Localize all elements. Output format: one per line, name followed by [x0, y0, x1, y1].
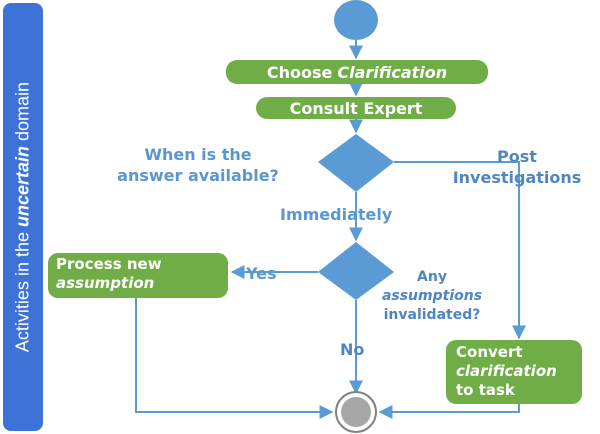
no-label: No	[340, 340, 365, 359]
yes-label: Yes	[246, 264, 277, 283]
post-line2: Investigations	[452, 168, 582, 187]
process-assumption-node: Process new assumption	[48, 253, 228, 298]
end-node	[341, 397, 371, 427]
consult-expert-node: Consult Expert	[256, 97, 456, 119]
availability-question-line2: answer available?	[117, 166, 279, 185]
arrow-post-to-convert	[394, 161, 526, 340]
process-label-line2: assumption	[56, 274, 220, 293]
availability-question-label: When is the answer available?	[90, 144, 306, 186]
convert-label-line1: Convert	[456, 343, 523, 361]
invalidated-emphasis: assumptions	[381, 288, 483, 304]
consult-label: Consult Expert	[289, 98, 423, 118]
availability-question-line1: When is the	[144, 145, 252, 164]
decision-invalidated-diamond	[318, 242, 394, 300]
invalidated-line1: Any	[417, 269, 447, 285]
arrow-convert-to-end	[378, 404, 520, 419]
post-line1: Post	[497, 147, 537, 166]
process-label-line1: Process new	[56, 255, 162, 273]
immediately-label: Immediately	[280, 205, 393, 224]
arrow-process-to-end	[135, 298, 334, 419]
choose-label: Choose	[266, 62, 333, 82]
invalidated-question-label: Any assumptions invalidated?	[368, 268, 496, 325]
invalidated-line3: invalidated?	[383, 307, 481, 323]
convert-label-line3: to task	[456, 381, 515, 399]
process-label-emphasis: assumption	[56, 274, 155, 292]
choose-label-emphasis: Clarification	[337, 62, 448, 82]
post-investigations-label: Post Investigations	[428, 146, 600, 188]
convert-label-line2: clarification	[456, 362, 572, 381]
invalidated-line2: assumptions	[368, 287, 496, 306]
decision-availability-diamond	[318, 134, 394, 192]
convert-to-task-node: Convert clarification to task	[446, 340, 582, 404]
swimlane-bar	[3, 3, 43, 431]
convert-label-emphasis: clarification	[456, 362, 557, 380]
start-node	[334, 0, 378, 40]
